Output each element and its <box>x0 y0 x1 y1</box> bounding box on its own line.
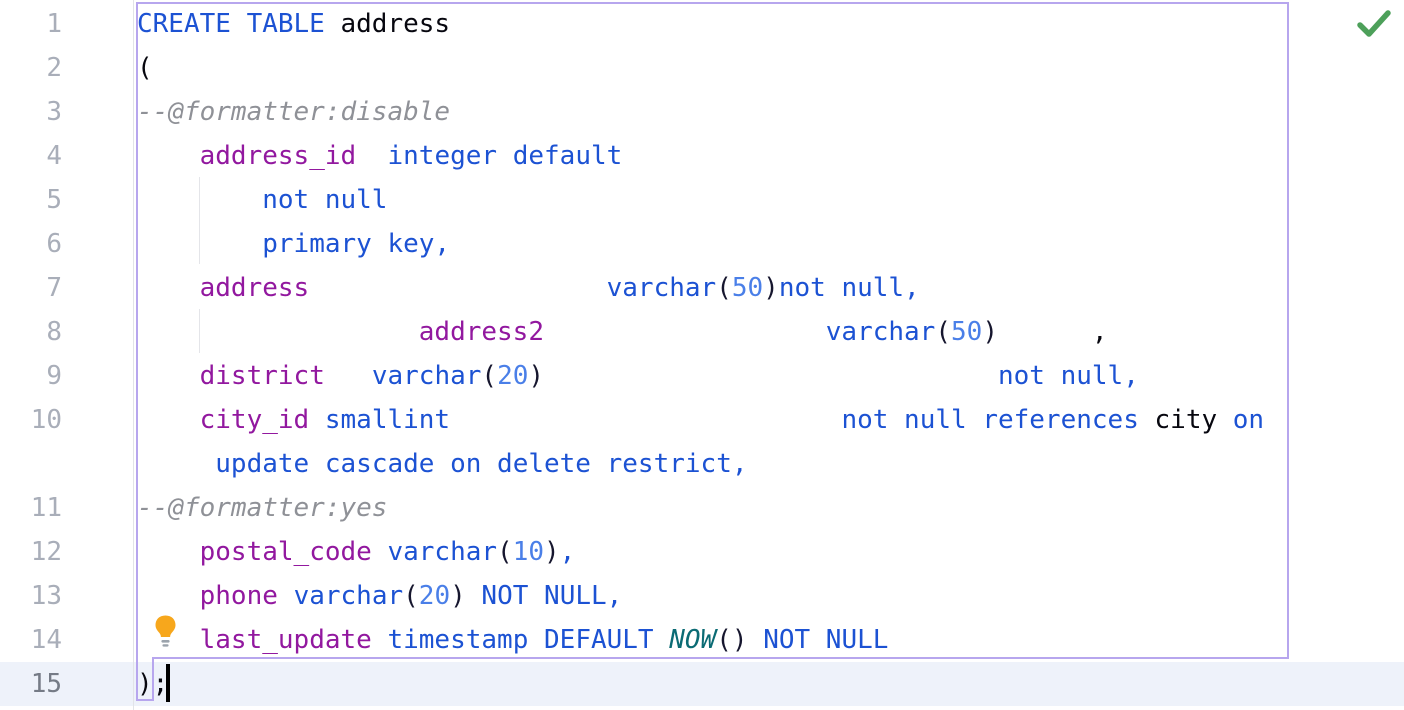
line-number[interactable]: 10 <box>30 405 62 435</box>
line-number[interactable]: 7 <box>46 273 62 303</box>
code-line-text[interactable]: not null <box>262 185 388 215</box>
code-line: 14 last_update timestamp DEFAULT NOW() N… <box>0 618 1404 662</box>
code-line: 12 postal_code varchar(10), <box>0 530 1404 574</box>
code-line: 11 --@formatter:yes <box>0 486 1404 530</box>
gutter-separator <box>133 0 134 710</box>
code-line: 8 address2 varchar(50) , <box>0 310 1404 354</box>
line-number[interactable]: 6 <box>46 229 62 259</box>
code-line-text[interactable]: update cascade on delete restrict, <box>215 449 748 479</box>
code-line: 9 district varchar(20) not null, <box>0 354 1404 398</box>
line-number[interactable]: 2 <box>46 53 62 83</box>
line-number[interactable]: 8 <box>46 317 62 347</box>
line-number[interactable] <box>0 442 133 486</box>
code-line-text[interactable]: address varchar(50)not null, <box>199 273 920 303</box>
code-line-text[interactable]: --@formatter:disable <box>137 97 451 127</box>
code-line-text[interactable]: CREATE TABLE address <box>137 9 451 39</box>
line-number[interactable]: 1 <box>46 9 62 39</box>
code-line-text[interactable]: ( <box>137 53 153 83</box>
code-line-text[interactable]: --@formatter:yes <box>137 493 388 523</box>
line-number[interactable]: 13 <box>30 581 62 611</box>
line-number[interactable]: 3 <box>46 97 62 127</box>
line-number[interactable]: 12 <box>30 537 62 567</box>
code-line-text[interactable]: postal_code varchar(10), <box>199 537 576 567</box>
checkmark-icon[interactable] <box>1355 8 1393 44</box>
code-line-text[interactable]: district varchar(20) not null, <box>199 361 1139 391</box>
code-line: 5 not null <box>0 178 1404 222</box>
line-number[interactable]: 9 <box>46 361 62 391</box>
line-number[interactable]: 4 <box>46 141 62 171</box>
code-line: 13 phone varchar(20) NOT NULL, <box>0 574 1404 618</box>
code-line: 7 address varchar(50)not null, <box>0 266 1404 310</box>
code-line-text[interactable]: primary key, <box>262 229 451 259</box>
line-number[interactable]: 15 <box>30 669 62 699</box>
code-line-text[interactable]: address2 varchar(50) , <box>418 317 1108 347</box>
code-line: 1 CREATE TABLE address <box>0 2 1404 46</box>
lightbulb-icon[interactable] <box>152 614 179 652</box>
code-line-text[interactable]: last_update timestamp DEFAULT NOW() NOT … <box>199 625 889 655</box>
line-number[interactable]: 14 <box>30 625 62 655</box>
code-line: 15); <box>0 662 1404 706</box>
code-line-text[interactable]: ); <box>137 669 169 699</box>
code-line-text[interactable]: city_id smallint not null references cit… <box>199 405 1265 435</box>
text-caret <box>166 664 170 702</box>
code-line: 10 city_id smallint not null references … <box>0 398 1404 442</box>
code-line: 3 --@formatter:disable <box>0 90 1404 134</box>
code-line: 4 address_id integer default <box>0 134 1404 178</box>
code-line-text[interactable]: address_id integer default <box>199 141 623 171</box>
line-number[interactable]: 11 <box>30 493 62 523</box>
code-line-text[interactable]: phone varchar(20) NOT NULL, <box>199 581 623 611</box>
code-line: 6 primary key, <box>0 222 1404 266</box>
code-line: update cascade on delete restrict, <box>0 442 1404 486</box>
line-number[interactable]: 5 <box>46 185 62 215</box>
code-line: 2( <box>0 46 1404 90</box>
